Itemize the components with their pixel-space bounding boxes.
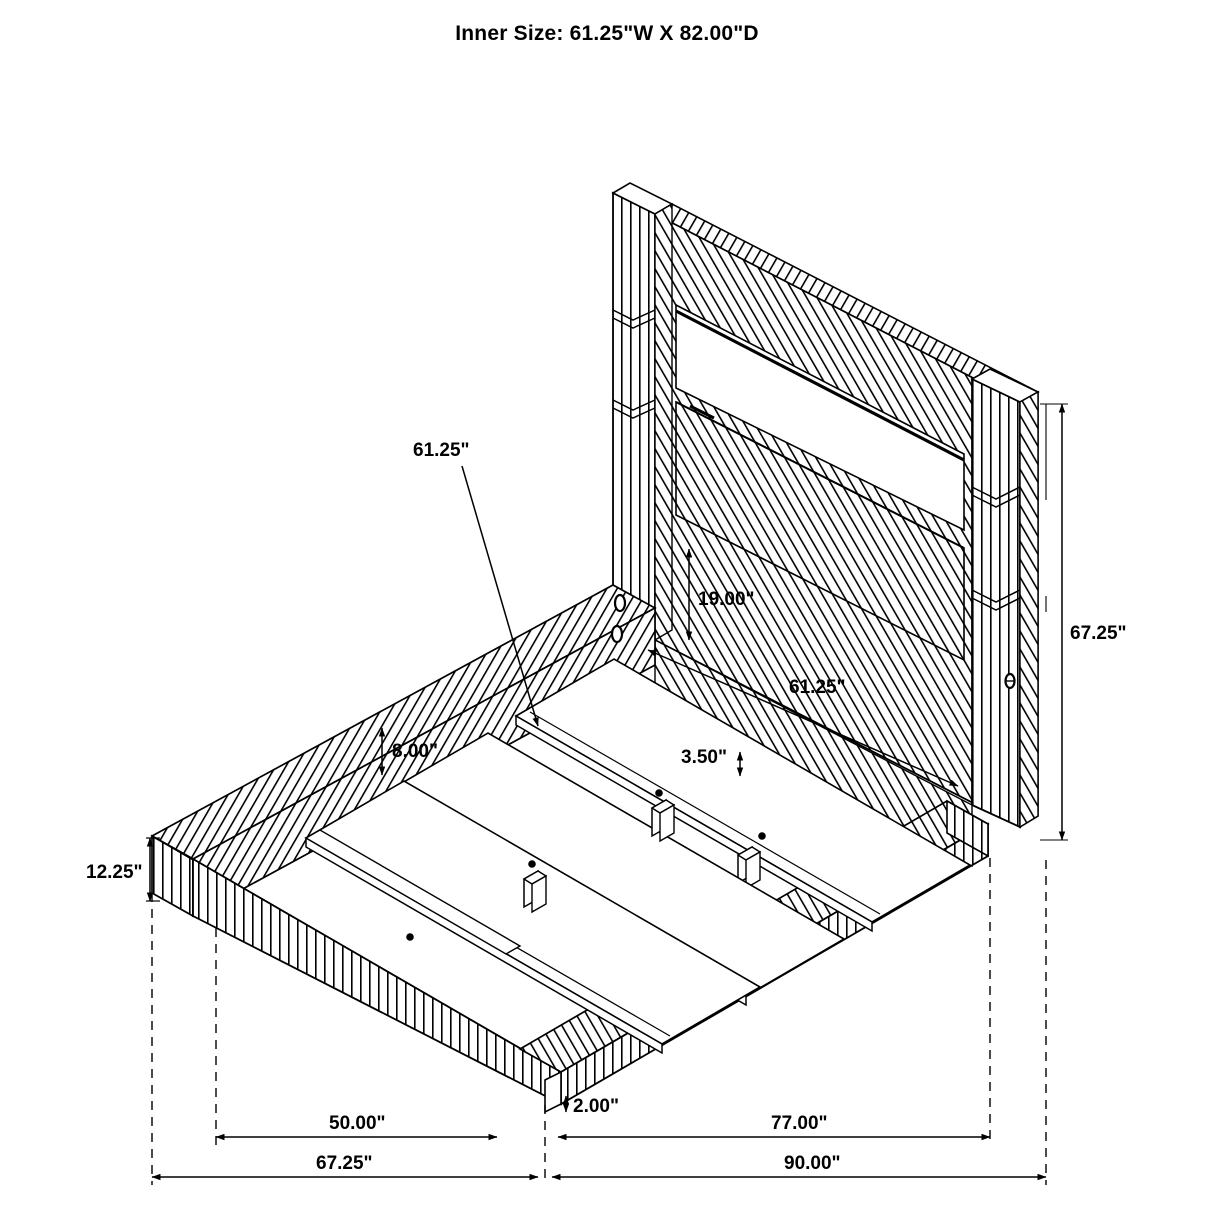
dimension-label-width-outer: 90.00" <box>784 1153 841 1174</box>
dimension-label-rail-height: 12.25" <box>86 862 143 883</box>
dimension-label-foot-height: 2.00" <box>573 1096 619 1117</box>
bolt-hole-icon <box>613 593 627 613</box>
headboard-right-post <box>970 368 1040 829</box>
dimension-slat-width <box>461 465 539 727</box>
dimension-label-depth-inner: 50.00" <box>329 1113 386 1134</box>
dimension-headboard-height <box>1040 403 1068 841</box>
foot-corner-block <box>544 1070 562 1114</box>
dimension-rail-span <box>647 649 959 787</box>
bed-frame-assembly <box>150 584 990 1114</box>
page-title: Inner Size: 61.25"W X 82.00"D <box>455 22 759 45</box>
bolt-hole-icon <box>610 624 624 644</box>
dimension-label-slat-width: 61.25" <box>413 440 470 461</box>
dowel-hole-icon <box>406 933 414 941</box>
support-slat <box>514 658 972 933</box>
dimension-label-rail-span: 61.25" <box>789 677 846 698</box>
dimension-label-width-inner: 77.00" <box>771 1113 828 1134</box>
support-slat-group <box>304 658 972 1055</box>
headboard-left-post <box>611 182 674 642</box>
side-rail-back-right <box>946 799 989 858</box>
ledger-rail-left <box>304 829 522 955</box>
dowel-hole-icon <box>528 860 536 868</box>
dimension-label-rail-to-slat: 8.00" <box>392 741 438 762</box>
dimension-label-depth-outer: 67.25" <box>316 1153 373 1174</box>
dimension-rail-height <box>146 837 160 902</box>
extension-lines <box>151 858 1047 1185</box>
dimension-label-leg-height: 3.50" <box>681 747 727 768</box>
dowel-hole-icon <box>655 789 663 797</box>
dowel-hole-icon <box>758 832 766 840</box>
side-rail-front-left <box>151 835 562 1106</box>
dimension-label-panel-height: 19.00" <box>698 589 755 610</box>
headboard-upper-opening <box>675 303 965 532</box>
headboard-lower-fluted-band <box>675 400 965 662</box>
dimension-label-headboard-height: 67.25" <box>1070 623 1127 644</box>
